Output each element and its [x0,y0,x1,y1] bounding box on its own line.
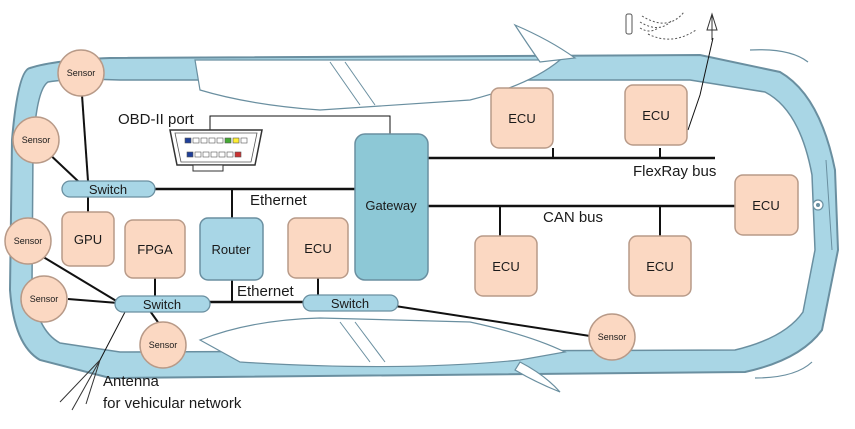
sensor-label: Sensor [149,340,178,350]
ecu-label: ECU [304,241,331,256]
sensor-label: Sensor [14,236,43,246]
switch-label: Switch [331,296,369,311]
ethernet-upper-label: Ethernet [250,192,308,209]
sensor-left-3: Sensor [20,275,68,323]
sensor-top-left: Sensor [57,49,105,97]
obd-port-label: OBD-II port [118,111,195,128]
antenna-label-line2: for vehicular network [103,395,242,412]
antenna-icon [59,12,718,411]
ecu-can-1: ECU [474,235,538,297]
gateway-label: Gateway [365,198,417,213]
ecu-flexray-2: ECU [624,84,688,146]
gateway: Gateway [354,133,429,281]
sensor-bottom-right: Sensor [588,313,636,361]
can-bus-label: CAN bus [543,209,603,226]
gpu: GPU [61,211,115,267]
ecu-left-ethernet: ECU [287,217,349,279]
ecu-label: ECU [508,111,535,126]
switch-lower-right: Switch [302,294,399,312]
sensor-bottom: Sensor [139,321,187,369]
router-label: Router [211,242,251,257]
switch-lower-left: Switch [114,295,211,313]
ecu-label: ECU [646,259,673,274]
fpga-label: FPGA [137,242,173,257]
ecu-label: ECU [752,198,779,213]
switch-upper: Switch [61,180,156,198]
router: Router [199,217,264,281]
ecu-label: ECU [642,108,669,123]
ecu-label: ECU [492,259,519,274]
switch-label: Switch [143,297,181,312]
fpga: FPGA [124,219,186,279]
network-wires [39,37,735,361]
ecu-can-2: ECU [628,235,692,297]
switch-label: Switch [89,182,127,197]
gpu-label: GPU [74,232,102,247]
flexray-bus-label: FlexRay bus [633,163,716,180]
obd-connector-icon [169,129,263,172]
ethernet-lower-label: Ethernet [237,283,295,300]
sensor-label: Sensor [22,135,51,145]
sensor-label: Sensor [67,68,96,78]
sensor-left-1: Sensor [12,116,60,164]
ecu-flexray-1: ECU [490,87,554,149]
antenna-label-line1: Antenna [103,373,160,390]
ecu-can-right: ECU [734,174,799,236]
wireless-signal-icon [625,11,697,40]
sensor-left-2: Sensor [4,217,52,265]
sensor-label: Sensor [598,332,627,342]
sensor-label: Sensor [30,294,59,304]
